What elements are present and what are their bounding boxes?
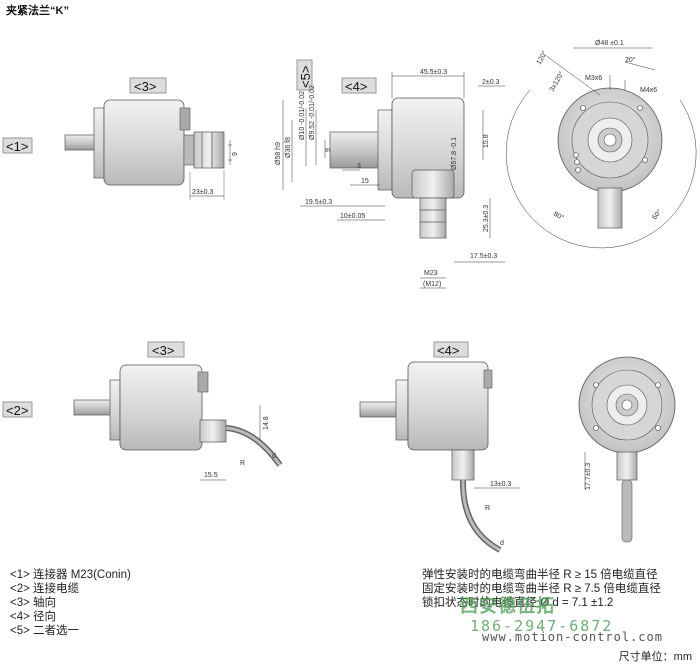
page-title: 夹紧法兰“K” [6, 5, 69, 17]
tag-box [2, 137, 33, 154]
dim-a20: 20° [625, 56, 636, 64]
tag-1: <1> [6, 139, 28, 154]
dim-25-3: 25.3±0.3 [483, 205, 490, 232]
tag-2: <2> [6, 403, 28, 418]
watermark-phone: 186-2947-6872 [470, 617, 614, 635]
view-1-axial: <1> <3> 23±0.3 9 [2, 77, 239, 200]
legend-item: <5> 二者选一 [10, 625, 80, 637]
legend-item: <4> 径向 [10, 611, 57, 623]
dim-d-a: d [272, 453, 276, 460]
dim-a120: 120° [535, 49, 549, 66]
tag-3a: <3> [134, 79, 156, 94]
view-2-axial-cable: <2> <3> 14.8 15.5 R d [2, 341, 283, 481]
dim-45-5: 45.5±0.3 [420, 69, 447, 76]
dim-a80: 80° [552, 210, 565, 222]
dim-14-8: 14.8 [263, 416, 270, 430]
dim-3: 3 [357, 163, 361, 170]
note-item: 弹性安装时的电缆弯曲半径 R ≥ 15 倍电缆直径 [422, 569, 658, 581]
dim-15-5: 15.5 [204, 472, 218, 479]
dim-m3x6: M3x6 [585, 75, 602, 82]
dim-dia58: Ø58 h9 [275, 142, 282, 165]
dim-2: 2±0.3 [482, 79, 500, 86]
dim-dia36: Ø36 f8 [285, 137, 292, 158]
tag-4a: <4> [345, 79, 367, 94]
dim-R-a: R [240, 460, 245, 467]
dim-10: 10±0.05 [340, 213, 365, 220]
legend: <1> 连接器 M23(Conin) <2> 连接电缆 <3> 轴向 <4> 径… [10, 568, 131, 638]
watermark-cn: 西安德伍拓 [460, 596, 555, 616]
dim-R-b: R [485, 505, 490, 512]
dim-a60: 60° [650, 208, 663, 221]
dim-9b: 9 [325, 148, 332, 152]
dim-dia10: Ø10 -0.01/-0.02 [299, 91, 306, 140]
dim-15-8: 15.8 [483, 134, 490, 148]
dim-dia952: Ø9.52 -0.01/-0.02 [309, 85, 316, 140]
dim-17-7: 17.7±0.3 [585, 463, 592, 490]
front-view-flange: Ø48 ±0.1 120° 20° M3x6 M4x6 3x120° 80° 6… [505, 40, 697, 249]
dim-15: 15 [361, 178, 369, 185]
legend-item: <3> 轴向 [10, 597, 57, 609]
cable-notes: 弹性安装时的电缆弯曲半径 R ≥ 15 倍电缆直径 固定安装时的电缆弯曲半径 R… [422, 568, 661, 610]
dim-17-5: 17.5±0.3 [470, 253, 497, 260]
dim-19-5: 19.5±0.3 [305, 199, 332, 206]
view-4-radial: <4> <5> Ø58 h9 Ø36 f8 Ø10 -0.01/-0.02 Ø9… [275, 59, 505, 289]
tag-3b: <3> [152, 343, 174, 358]
dim-3x120: 3x120° [548, 70, 566, 93]
legend-item: <2> 连接电缆 [10, 583, 80, 595]
dim-phi48: Ø48 ±0.1 [595, 40, 624, 47]
note-item: 固定安装时的电缆弯曲半径 R ≥ 7.5 倍电缆直径 [422, 583, 661, 595]
note-item: 锁扣状态时的电缆直径 Ø d = 7.1 ±1.2 [422, 597, 614, 609]
dim-23: 23±0.3 [192, 189, 213, 196]
dim-9: 9 [232, 152, 239, 156]
watermark-web: www.motion-control.com [482, 630, 663, 644]
dim-m23: M23 [424, 270, 438, 277]
dim-m12: (M12) [423, 281, 441, 288]
tag-5: <5> [298, 66, 313, 88]
dim-dia57: Ø57.8 -0.1 [451, 137, 458, 170]
dim-13: 13±0.3 [490, 481, 511, 488]
dim-d-b: d [500, 540, 504, 547]
unit-label: 尺寸单位：mm [618, 651, 692, 663]
view-4-radial-cable: <4> 13±0.3 R d [359, 341, 520, 553]
dim-m4x6: M4x6 [640, 87, 657, 94]
front-view-cable: 17.7±0.3 [578, 356, 676, 543]
legend-item: <1> 连接器 M23(Conin) [10, 569, 131, 581]
tag-4b: <4> [437, 343, 459, 358]
